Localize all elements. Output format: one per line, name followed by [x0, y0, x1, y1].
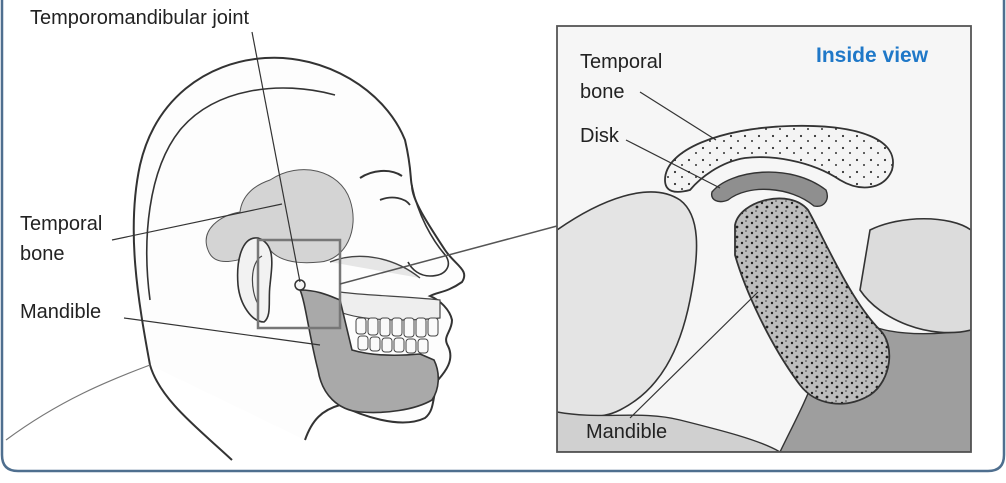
head-illustration — [6, 58, 464, 460]
label-tmj: Temporomandibular joint — [30, 6, 249, 30]
label-temporal-bone-left-2: bone — [20, 242, 65, 266]
label-temporal-bone-right-1: Temporal — [580, 50, 662, 74]
inside-view-title: Inside view — [816, 44, 928, 68]
label-temporal-bone-left-1: Temporal — [20, 212, 102, 236]
label-disk: Disk — [580, 124, 619, 148]
label-mandible-left: Mandible — [20, 300, 101, 324]
label-mandible-right: Mandible — [586, 420, 667, 444]
label-temporal-bone-right-2: bone — [580, 80, 625, 104]
